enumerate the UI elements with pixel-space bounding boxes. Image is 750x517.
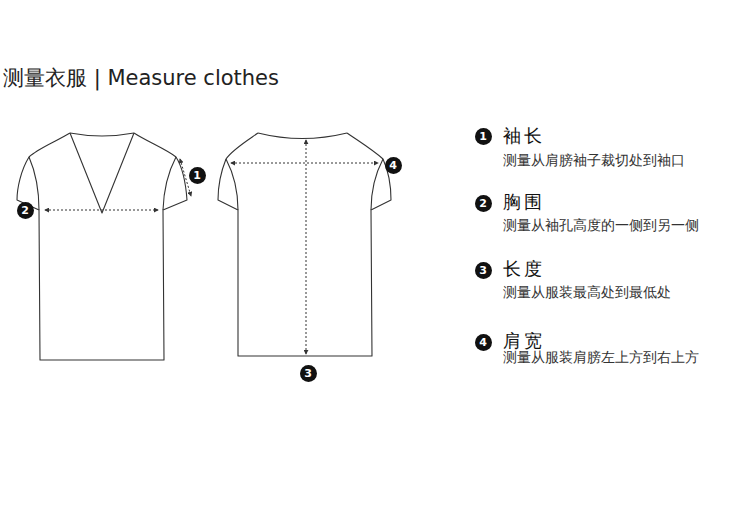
- callout-number: 4: [475, 334, 492, 351]
- length-measure-line: [306, 140, 307, 354]
- back-neck: [258, 133, 347, 139]
- item-description: 测量从服装最高处到最低处: [503, 284, 671, 302]
- sleeve-seam: [226, 159, 238, 210]
- item-heading: 胸围: [503, 190, 545, 214]
- item-description: 测量从服装肩膀左上方到右上方: [503, 349, 699, 367]
- callout-digit: 3: [304, 368, 312, 379]
- front-neck: [70, 133, 134, 136]
- shoulder-measure-line: [231, 163, 378, 164]
- callout-number: 1: [475, 128, 492, 145]
- callout-number: 2: [475, 195, 492, 212]
- callout-number: 3: [300, 365, 317, 382]
- sleeve-seam: [371, 159, 383, 210]
- v-neck: [70, 133, 134, 213]
- callout-number: 2: [17, 202, 34, 219]
- sleeve-seam: [163, 157, 176, 210]
- callout-number: 4: [385, 157, 402, 174]
- back-shirt: [218, 133, 391, 356]
- callout-digit: 1: [479, 131, 487, 142]
- callout-digit: 2: [479, 198, 487, 209]
- callout-digit: 1: [193, 170, 201, 181]
- item-description: 测量从袖孔高度的一侧到另一侧: [503, 217, 699, 235]
- callout-digit: 3: [479, 265, 487, 276]
- callout-number: 3: [475, 262, 492, 279]
- item-heading: 袖长: [503, 124, 545, 148]
- callout-digit: 4: [389, 160, 397, 171]
- sleeve-seam: [29, 157, 39, 210]
- item-heading: 长度: [503, 257, 545, 281]
- callout-number: 1: [189, 167, 206, 184]
- front-shirt: [17, 133, 187, 360]
- page-title: 测量衣服 | Measure clothes: [3, 64, 279, 92]
- callout-digit: 2: [21, 205, 29, 216]
- item-description: 测量从肩膀袖子裁切处到袖口: [503, 152, 685, 170]
- callout-digit: 4: [479, 337, 487, 348]
- chest-measure-line: [45, 210, 158, 211]
